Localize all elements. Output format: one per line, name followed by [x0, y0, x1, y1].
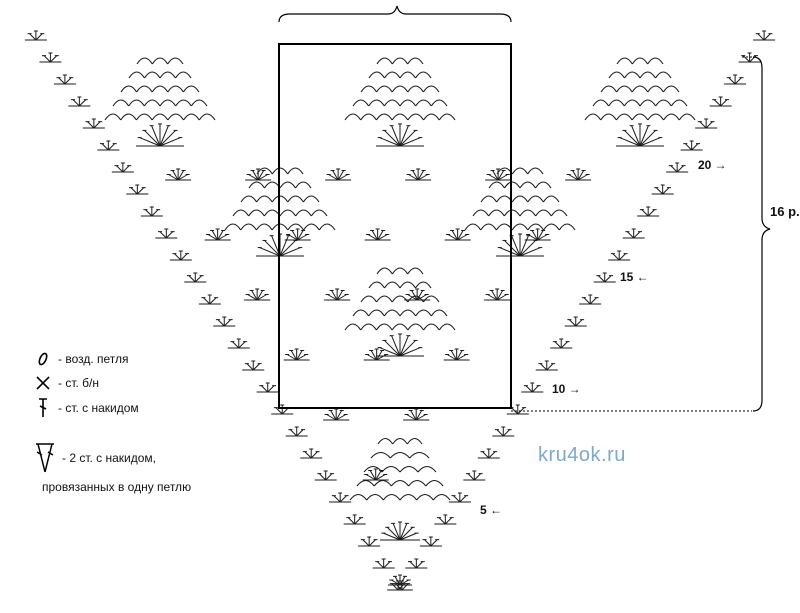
- legend-double-crochet: - ст. с накидом: [34, 397, 139, 419]
- row-marker-10: 10 →: [552, 382, 581, 396]
- row-marker-20: 20 →: [698, 158, 727, 172]
- legend-dc2tog-label-2: провязанных в одну петлю: [42, 480, 192, 494]
- chain-stitch-icon: [38, 352, 48, 366]
- row-marker-16-rows: 16 р.: [770, 204, 800, 219]
- row-marker-5: 5 ←: [480, 503, 503, 517]
- pattern-repeat-box: [278, 43, 512, 409]
- rows-brace-right: [752, 56, 771, 412]
- double-crochet-icon: [39, 398, 47, 417]
- dc2tog-icon: [36, 443, 54, 473]
- legend-chain: - возд. петля: [34, 348, 129, 370]
- stitch-pattern: [24, 30, 776, 591]
- watermark-text: kru4ok.ru: [538, 444, 626, 466]
- legend-double-crochet-label: - ст. с накидом: [58, 401, 139, 415]
- legend-chain-label: - возд. петля: [58, 352, 129, 366]
- single-crochet-icon: [36, 376, 50, 390]
- legend-dc2tog-label: - 2 ст. с накидом,: [62, 451, 157, 465]
- legend-dc2tog: - 2 ст. с накидом,: [34, 442, 156, 474]
- row-marker-15: 15 ←: [620, 270, 649, 284]
- repeat-brace-top: [278, 5, 512, 23]
- legend-single-crochet: - ст. б/н: [34, 372, 99, 394]
- legend-single-crochet-label: - ст. б/н: [58, 376, 99, 390]
